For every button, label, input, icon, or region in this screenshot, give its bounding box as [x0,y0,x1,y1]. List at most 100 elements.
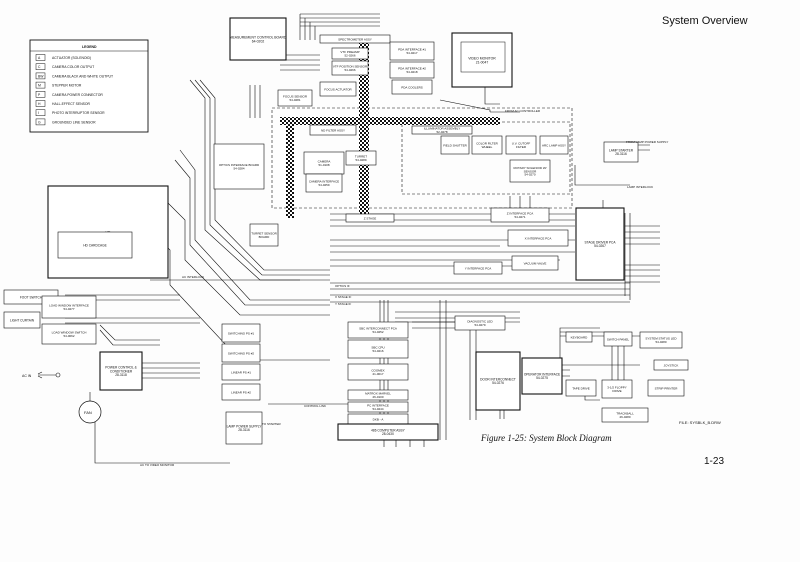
block-name: FOCUS ACTUATOR [324,87,352,91]
block-part-number: 54-0216 [372,349,383,353]
block-part-number: 64-0202 [252,39,265,43]
block-outline [347,401,409,413]
block-name: TRACKBALL [616,412,634,416]
block-part-number: 54-0284 [233,167,244,171]
block-outline [653,359,689,371]
block-part-number: 54-0259 [318,183,329,187]
block-outline [601,407,649,423]
legend-symbol: M [38,84,41,88]
block-name: FOCUS SENSOR [283,95,308,99]
block-outline [213,143,265,190]
block-outline [575,207,625,281]
block-field-shutter: FIELD SHUTTER [440,135,470,155]
block-outline [511,255,559,271]
block-outline [41,323,97,345]
block-name: LINEAR PS #2 [231,390,251,394]
block-name: STAGE DRIVER PCA [585,241,617,245]
block-x-if-pca: X INTERFACE PCA [507,229,569,247]
block-hd-cardcage: HD CARDCAGE [57,231,133,259]
block-outline [249,223,279,247]
hatched-bus-vertical [359,40,369,220]
legend-symbol-box [35,118,46,126]
block-light-curtain: LIGHT CURTAIN [3,311,41,329]
block-outline [229,17,287,61]
block-name: 486 COMPUTER ASSY [371,429,406,433]
block-linear-ps1: LINEAR PS #1 [221,363,261,381]
block-outline [490,207,550,223]
block-part-number: 54-0218 [406,70,417,74]
legend-symbol-box [35,72,46,80]
block-part-number: 28-043X [382,432,395,436]
block-outline [221,343,261,363]
block-name: PDA COOLERS [401,85,423,89]
block-part-number: 51-0108 [318,163,329,167]
block-name: STRIP PRINTER [655,386,679,390]
legend-label: CAMERA COLOR OUTPUT [52,65,94,69]
page-number: 1-23 [704,456,725,467]
block-outline [3,311,41,329]
block-name: SPECTROMETER ASSY [338,37,372,41]
block-y-if-pca: Y INTERFACE PCA [453,261,503,275]
block-part-number: 54-0266 [344,68,355,72]
wiring-lines [37,13,660,464]
block-outline [471,135,503,155]
block-name: X INTERFACE PCA [525,236,552,240]
block-outline [565,331,593,343]
block-name: VIDEO MONITOR [468,56,496,60]
block-switching-ps1: SWITCHING PS #1 [221,323,261,343]
ac-in-label: AC IN [22,374,32,378]
legend-symbol: G [38,120,41,124]
block-outline [305,173,343,193]
block-name: ROTARY SOLENOID W/ [513,166,546,170]
legend-label: GROUNDED LINE SENSOR [52,120,96,124]
block-pda2: PDA INTERFACE #254-0218 [389,61,435,79]
block-outline [603,331,633,347]
legend-label: HALL-EFFECT SENSOR [52,102,91,106]
block-outline [454,315,506,331]
block-name: CONDITIONER [110,369,133,373]
block-part-number: 21-0017 [372,372,383,376]
legend-label: CAMERA POWER CONNECTOR [52,93,103,97]
block-name: COOMEX [371,369,384,373]
block-part-number: 26-0280 [619,415,630,419]
legend-label: STEPPER MOTOR [52,84,82,88]
block-outline [331,60,369,76]
block-name: DIAGNOSTIC LED [467,320,493,324]
block-outline [639,331,683,349]
block-nd-filter: ND FILTER ASSY [309,124,357,136]
monitor-screen [460,41,506,73]
block-outline [539,135,569,155]
legend-symbol: C [38,65,41,69]
block-outline [509,159,551,183]
x-stage-if-label: X STAGE IF [335,295,351,299]
block-outline [603,141,639,163]
block-part-number: 54-0280 [655,340,666,344]
block-outline [41,295,97,319]
block-name: FOOT SWITCH [20,295,43,299]
block-part-number: 54-0252 [372,330,383,334]
legend-label: ACTUATOR (SOLENOID) [52,56,91,60]
hatched-bus-horizontal [280,117,500,125]
